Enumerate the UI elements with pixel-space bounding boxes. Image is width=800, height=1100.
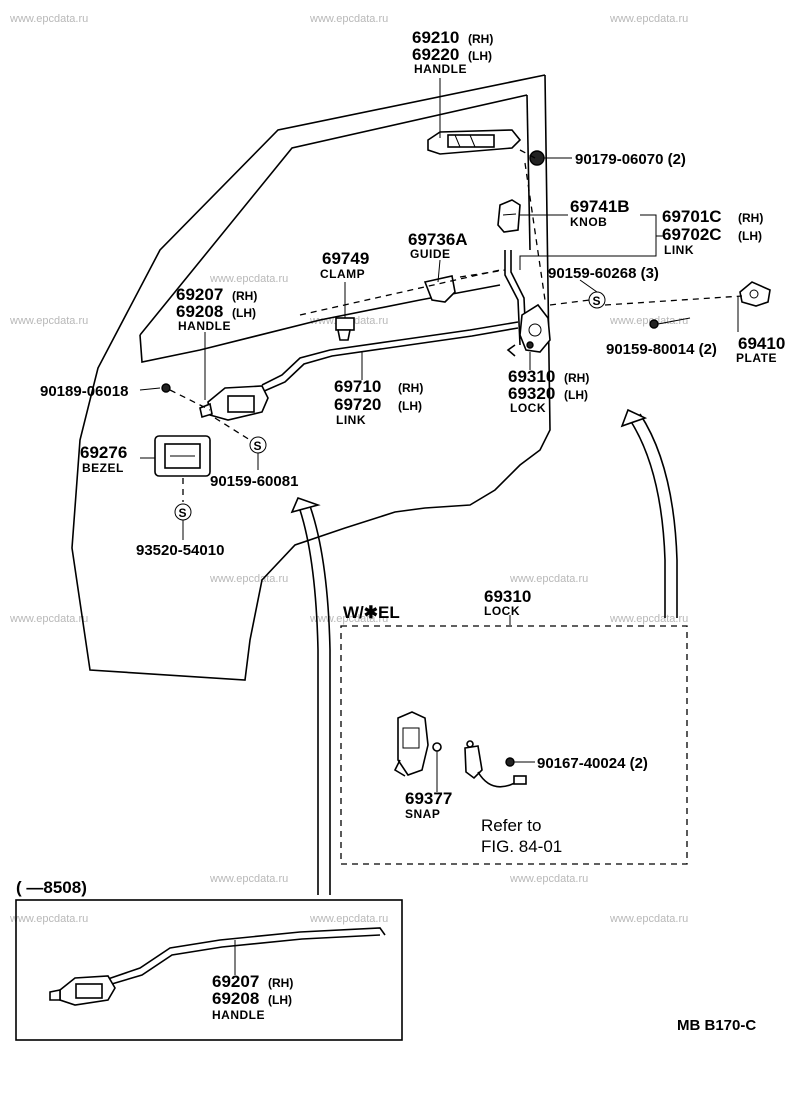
watermark: www.epcdata.ru (9, 913, 88, 925)
side-rh: (RH) (468, 32, 493, 46)
figure-code: MB B170-C (677, 1017, 756, 1034)
part-number-screw-outer: 90179-06070 (2) (575, 151, 686, 168)
arrows (290, 408, 678, 895)
watermark: www.epcdata.ru (609, 13, 688, 25)
clamp-icon (335, 317, 355, 341)
side-rh: (RH) (738, 211, 763, 225)
guide-icon (423, 275, 456, 303)
screw-icon (529, 150, 545, 166)
side-lh: (LH) (398, 399, 422, 413)
watermark: www.epcdata.ru (509, 573, 588, 585)
watermark: www.epcdata.ru (209, 873, 288, 885)
outside-handle (427, 129, 522, 155)
watermark: www.epcdata.ru (209, 573, 288, 585)
refer-line-1: Refer to (481, 816, 541, 835)
part-name-inset-handle: HANDLE (212, 1008, 265, 1022)
part-number-lock-rh: 69310 (508, 367, 555, 386)
part-number-screw-bottom: 93520-54010 (136, 542, 224, 559)
part-number-clamp: 69749 (322, 249, 369, 268)
part-number-bezel: 69276 (80, 443, 127, 462)
screw-icon (161, 383, 171, 393)
watermark: www.epcdata.ru (609, 613, 688, 625)
part-name-guide: GUIDE (410, 247, 451, 261)
part-name-inset-lock: LOCK (484, 604, 520, 618)
watermark: www.epcdata.ru (609, 913, 688, 925)
s-symbol-label: S (593, 294, 602, 308)
side-rh: (RH) (232, 289, 257, 303)
inset-header: ( —8508) (16, 878, 87, 897)
part-name-snap: SNAP (405, 807, 440, 821)
part-name-outer-handle: HANDLE (414, 62, 467, 76)
part-name-clamp: CLAMP (320, 267, 365, 281)
watermark: www.epcdata.ru (209, 273, 288, 285)
watermark: www.epcdata.ru (9, 315, 88, 327)
door-outline (71, 74, 551, 681)
s-symbol-label: S (179, 506, 188, 520)
lock-icon (506, 303, 551, 357)
inset-handle-icon (49, 975, 116, 1006)
part-number-screw-handle: 90189-06018 (40, 383, 128, 400)
watermark: www.epcdata.ru (309, 913, 388, 925)
actuator-icon (464, 740, 527, 788)
side-lh: (LH) (468, 49, 492, 63)
watermark: www.epcdata.ru (309, 13, 388, 25)
watermark: www.epcdata.ru (509, 873, 588, 885)
part-number-inner-handle-rh: 69207 (176, 285, 223, 304)
part-number-guide: 69736A (408, 230, 468, 249)
inset-power-lock: W/✱EL 69310 LOCK 90167-40024 (2) 69377 S… (340, 587, 688, 865)
part-number-snap: 69377 (405, 789, 452, 808)
watermark: www.epcdata.ru (609, 315, 688, 327)
screw-icon (649, 319, 659, 329)
dashed-lines (169, 149, 743, 502)
part-name-inner-handle: HANDLE (178, 319, 231, 333)
side-rh: (RH) (268, 976, 293, 990)
inset-early-handle: ( —8508) 69207 (RH) 69208 (LH) HANDLE (15, 878, 403, 1041)
part-name-link-upper: LINK (664, 243, 694, 257)
part-name-knob: KNOB (570, 215, 607, 229)
side-lh: (LH) (738, 229, 762, 243)
snap-icon (432, 742, 442, 785)
part-name-bezel: BEZEL (82, 461, 124, 475)
bezel-icon (154, 435, 211, 477)
part-number-screw-lock: 90159-60268 (3) (548, 265, 659, 282)
leader-lines (139, 78, 739, 975)
watermark: www.epcdata.ru (9, 13, 88, 25)
part-number-plate: 69410 (738, 334, 785, 353)
inside-handle (199, 385, 269, 421)
part-number-screw-bezel: 90159-60081 (210, 473, 298, 490)
side-rh: (RH) (564, 371, 589, 385)
rods (261, 250, 527, 393)
plate-icon (739, 281, 771, 307)
part-number-screw-plate: 90159-80014 (2) (606, 341, 717, 358)
refer-line-2: FIG. 84-01 (481, 837, 562, 856)
knob-icon (497, 199, 521, 233)
side-rh: (RH) (398, 381, 423, 395)
part-number-link-lower-rh: 69710 (334, 377, 381, 396)
part-number-inner-handle-lh: 69208 (176, 302, 223, 321)
part-number-knob: 69741B (570, 197, 630, 216)
part-number-outer-handle-rh: 69210 (412, 28, 459, 47)
part-number-inset-handle-lh: 69208 (212, 989, 259, 1008)
watermarks: www.epcdata.ru www.epcdata.ru www.epcdat… (9, 13, 688, 925)
side-lh: (LH) (564, 388, 588, 402)
part-number-link-upper-lh: 69702C (662, 225, 722, 244)
part-name-lock: LOCK (510, 401, 546, 415)
part-name-plate: PLATE (736, 351, 777, 365)
part-number-lock-lh: 69320 (508, 384, 555, 403)
inset-lock-icon (393, 711, 429, 777)
part-number-inset-handle-rh: 69207 (212, 972, 259, 991)
side-lh: (LH) (268, 993, 292, 1007)
side-lh: (LH) (232, 306, 256, 320)
part-number-link-lower-lh: 69720 (334, 395, 381, 414)
inset-header: W/✱EL (343, 603, 400, 622)
part-number-outer-handle-lh: 69220 (412, 45, 459, 64)
part-number-inset-lock: 69310 (484, 587, 531, 606)
part-name-link-lower: LINK (336, 413, 366, 427)
screw-icon (505, 757, 515, 767)
s-symbol-label: S (254, 439, 263, 453)
watermark: www.epcdata.ru (9, 613, 88, 625)
part-number-inset-screw: 90167-40024 (2) (537, 755, 648, 772)
part-number-link-upper-rh: 69701C (662, 207, 722, 226)
